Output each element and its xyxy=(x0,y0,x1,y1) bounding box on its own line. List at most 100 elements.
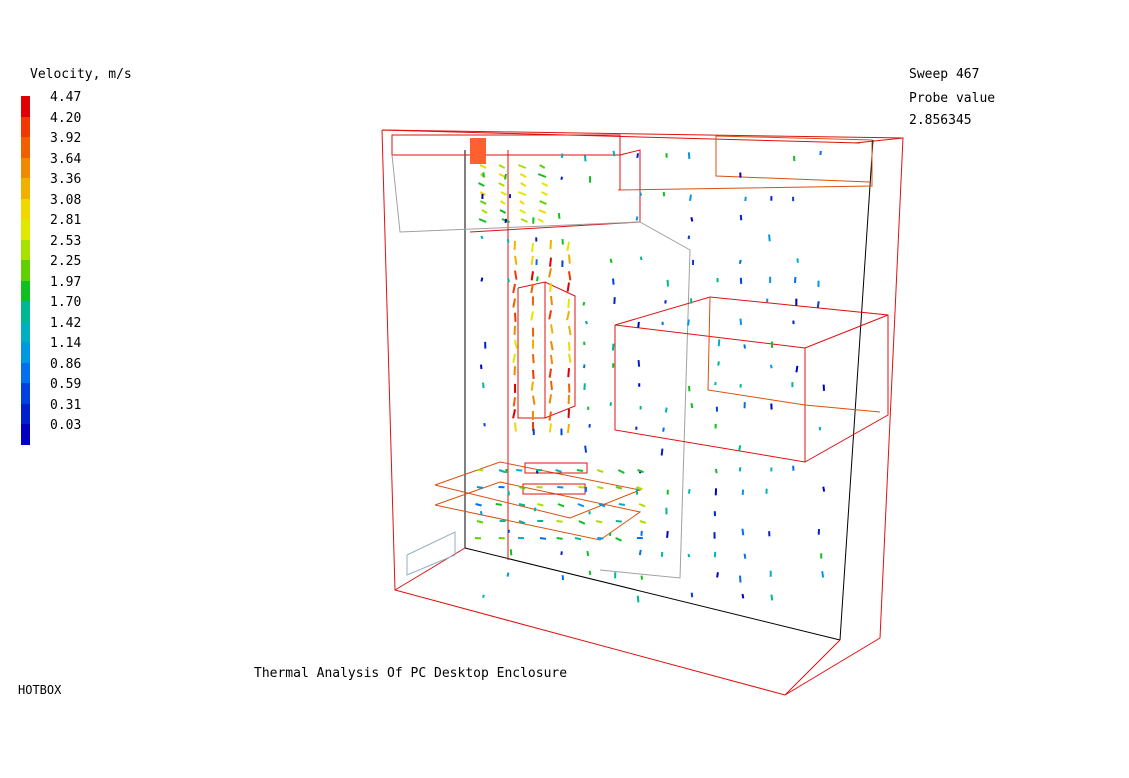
velocity-vector xyxy=(738,445,742,451)
velocity-vector xyxy=(541,182,549,187)
legend-title: Velocity, m/s xyxy=(30,67,132,82)
velocity-vector xyxy=(504,173,507,180)
chip-1 xyxy=(524,462,588,474)
velocity-vector xyxy=(822,486,826,492)
velocity-vector xyxy=(611,343,615,351)
velocity-vector xyxy=(739,575,742,583)
velocity-vector xyxy=(612,278,615,285)
velocity-vector xyxy=(532,395,536,405)
velocity-vector xyxy=(568,254,571,264)
velocity-vector xyxy=(516,469,523,472)
probe-label: Probe value xyxy=(909,91,996,106)
velocity-vector xyxy=(530,255,534,266)
velocity-vector xyxy=(769,364,773,369)
velocity-vector xyxy=(557,212,561,219)
drive-cage-line2 xyxy=(804,314,889,349)
velocity-vector xyxy=(615,520,622,523)
velocity-vector xyxy=(532,369,535,380)
velocity-vector xyxy=(741,593,745,599)
velocity-vector xyxy=(500,200,506,205)
velocity-vector xyxy=(509,549,513,556)
velocity-vector xyxy=(549,239,552,250)
velocity-vector xyxy=(687,319,690,326)
velocity-vector xyxy=(550,380,553,391)
velocity-vector xyxy=(609,258,613,264)
velocity-vector xyxy=(618,503,626,506)
legend-swatch xyxy=(21,383,30,404)
velocity-vector xyxy=(519,486,526,490)
velocity-vector xyxy=(507,278,510,283)
velocity-vector xyxy=(519,209,527,214)
velocity-vector xyxy=(568,325,572,336)
velocity-vector xyxy=(637,469,644,474)
velocity-vector xyxy=(687,152,691,160)
velocity-vector xyxy=(577,503,585,508)
legend-value: 0.59 xyxy=(50,377,82,392)
legend-swatch xyxy=(21,239,30,260)
velocity-vector xyxy=(514,312,517,322)
legend-swatch xyxy=(21,157,30,178)
velocity-vector xyxy=(537,218,544,223)
velocity-vector xyxy=(480,277,484,282)
velocity-vector xyxy=(537,503,544,507)
velocity-vector xyxy=(574,537,582,541)
velocity-vector xyxy=(585,320,588,325)
velocity-vector xyxy=(514,422,517,432)
velocity-vector xyxy=(636,595,640,603)
legend-value: 2.25 xyxy=(50,254,82,269)
velocity-vector xyxy=(538,209,547,214)
velocity-vector xyxy=(662,427,665,432)
legend-value: 0.31 xyxy=(50,397,82,413)
velocity-vector xyxy=(739,318,743,326)
velocity-vector xyxy=(513,366,516,376)
velocity-vector xyxy=(519,200,525,205)
velocity-vector xyxy=(475,503,482,507)
velocity-vector xyxy=(548,310,552,320)
velocity-vector xyxy=(517,191,527,196)
velocity-vector xyxy=(795,365,799,373)
velocity-vector xyxy=(548,423,552,433)
velocity-vector xyxy=(583,155,587,162)
bottom-vent xyxy=(406,531,456,576)
legend-swatch xyxy=(21,342,30,363)
velocity-vector xyxy=(717,361,720,366)
velocity-vector xyxy=(479,510,483,516)
velocity-vector xyxy=(512,283,516,294)
legend-value: 4.47 xyxy=(50,90,82,105)
velocity-vector xyxy=(482,594,485,599)
velocity-vector xyxy=(530,381,534,391)
velocity-vector xyxy=(478,182,485,187)
velocity-vector xyxy=(479,164,487,169)
legend-swatch xyxy=(21,137,30,158)
velocity-vector xyxy=(557,486,564,489)
velocity-vector xyxy=(615,486,623,490)
velocity-vector xyxy=(557,503,565,508)
velocity-vector xyxy=(584,445,588,453)
drive-cage-back xyxy=(707,296,881,413)
velocity-vector xyxy=(548,268,552,278)
velocity-vector xyxy=(531,242,534,253)
velocity-vector xyxy=(549,257,552,267)
card-plane-2 xyxy=(434,481,642,541)
velocity-vector xyxy=(549,282,552,293)
legend-swatch xyxy=(21,260,30,281)
enclosure-inner-black-3 xyxy=(464,547,841,641)
velocity-vector xyxy=(639,520,647,524)
drive-cage xyxy=(614,296,889,463)
legend-value: 3.36 xyxy=(50,172,82,187)
velocity-vector xyxy=(639,192,642,197)
velocity-vector xyxy=(770,594,774,601)
legend-swatch xyxy=(21,301,30,322)
velocity-vector xyxy=(476,520,484,524)
velocity-vector xyxy=(498,164,506,169)
velocity-vector xyxy=(506,238,510,243)
enclosure-front-right xyxy=(784,639,841,696)
velocity-vector xyxy=(660,448,664,456)
velocity-vector-field xyxy=(474,150,826,603)
velocity-vector xyxy=(566,282,570,292)
drive-cage-line1 xyxy=(614,324,806,349)
enclosure-geometry xyxy=(381,129,904,696)
velocity-vector xyxy=(512,409,516,419)
velocity-vector xyxy=(690,217,694,222)
